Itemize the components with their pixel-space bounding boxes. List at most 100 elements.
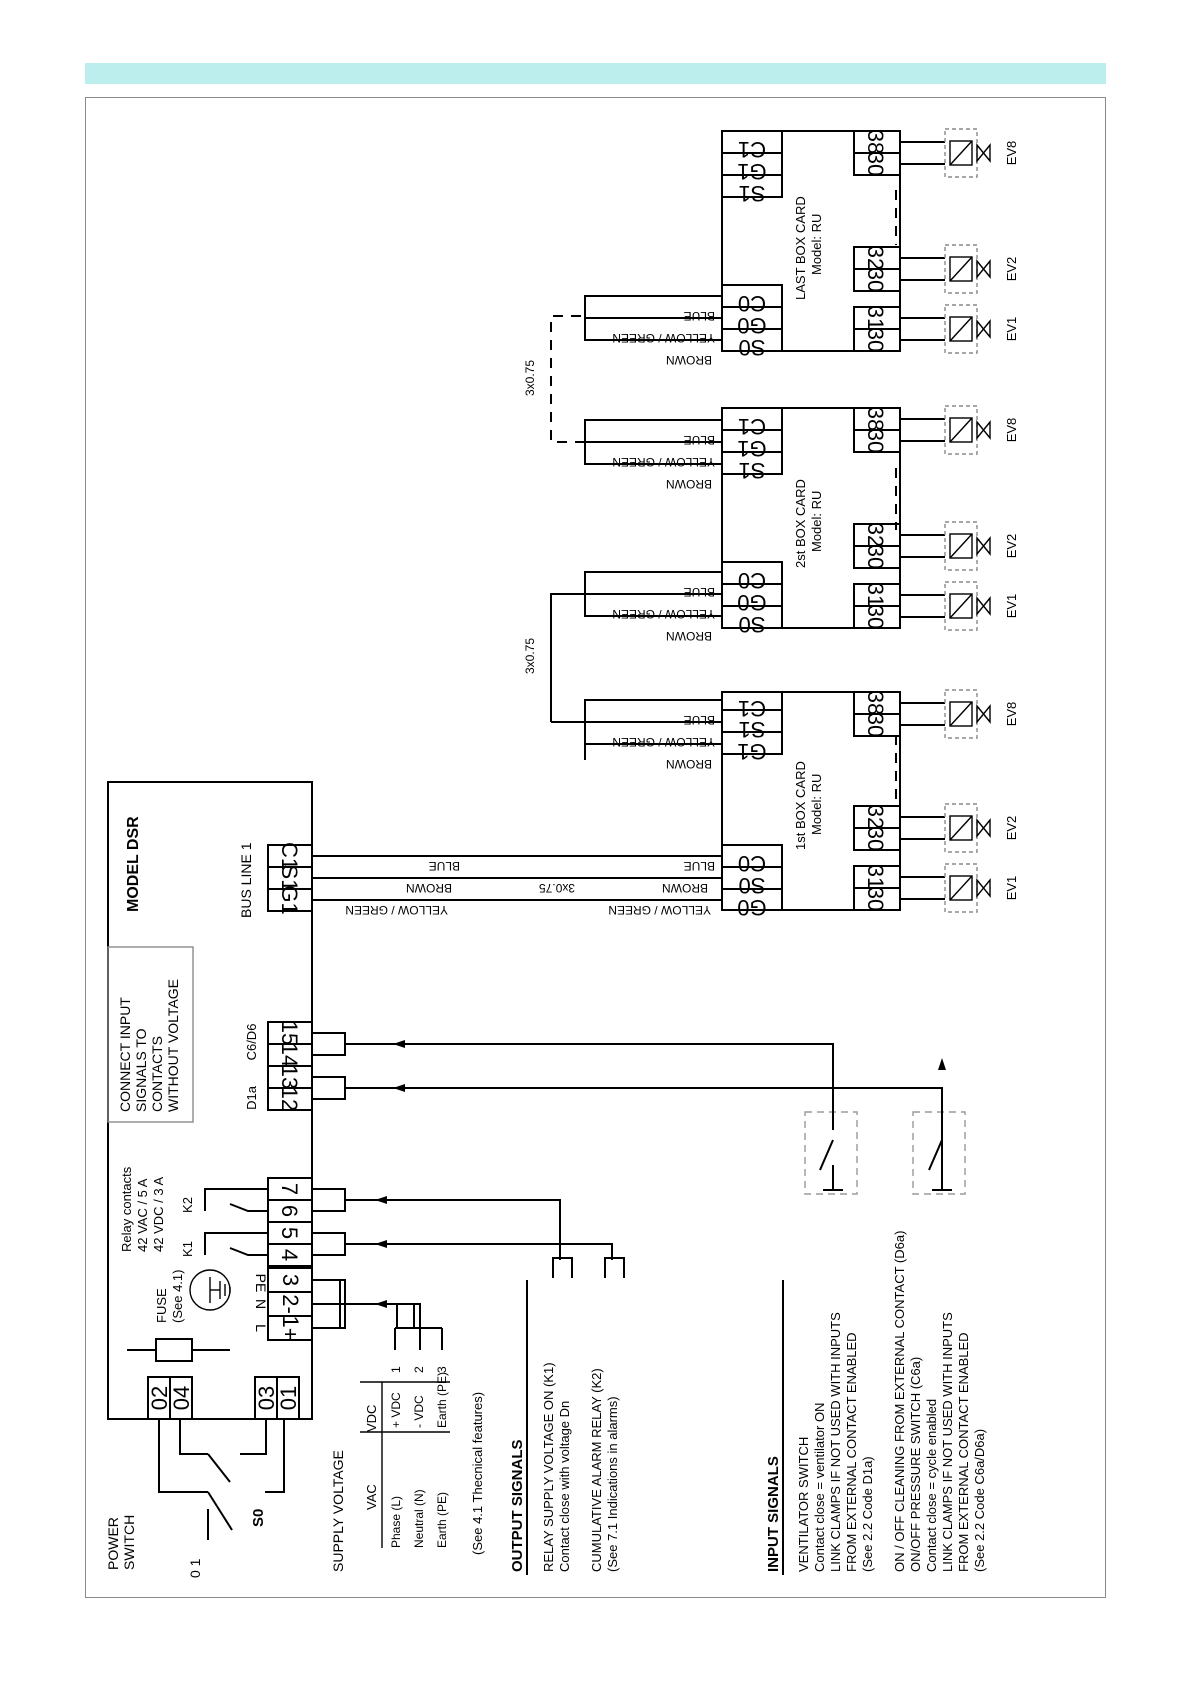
cable-label: 3x0.75 bbox=[539, 881, 575, 895]
valve-wire bbox=[900, 594, 945, 618]
terminal-label: 15 bbox=[277, 1021, 302, 1045]
terminal-label: 02 bbox=[147, 1386, 172, 1410]
terminal-label: 38 bbox=[863, 130, 888, 154]
wire-label: BROWN bbox=[666, 757, 712, 771]
input-line: ON / OFF CLEANING FROM EXTERNAL CONTACT … bbox=[892, 1231, 907, 1572]
terminal-label: 13 bbox=[277, 1065, 302, 1089]
input-label-d1a: D1a bbox=[244, 1085, 259, 1110]
terminal-label: 30 bbox=[863, 827, 888, 851]
terminal-label: C1 bbox=[738, 414, 766, 439]
wire-label: BROWN bbox=[662, 881, 708, 895]
terminal-label: 30 bbox=[863, 713, 888, 737]
controller-dsr: MODEL DSR BUS LINE 1 CONNECT INPUT SIGNA… bbox=[107, 781, 313, 1420]
terminal-label: 30 bbox=[863, 152, 888, 176]
supply-col-vdc: VDC bbox=[364, 1405, 379, 1432]
input-line: LINK CLAMPS IF NOT USED WITH INPUTS bbox=[940, 1312, 955, 1572]
supply-row-vac: Earth (PE) bbox=[435, 1492, 449, 1548]
terminal-label: 14 bbox=[277, 1043, 302, 1067]
wire-label: BLUE bbox=[684, 585, 715, 599]
solenoid-icon bbox=[949, 533, 973, 559]
terminal-label: C1 bbox=[277, 842, 302, 870]
terminal-label: 3 bbox=[278, 1274, 303, 1286]
wire-label: BROWN bbox=[666, 353, 712, 367]
relay-dc: 42 VDC / 3 A bbox=[151, 1177, 166, 1252]
solenoid-slash bbox=[949, 593, 973, 619]
terminal-label: S1 bbox=[739, 458, 766, 483]
box-card-last: LAST BOX CARD Model: RU S0 G0 C0 C1 G1 S… bbox=[721, 130, 901, 360]
card-link-1-2: BLUE YELLOW / GREEN BROWN BLUE YELLOW / … bbox=[523, 571, 722, 771]
wire-label: BLUE bbox=[684, 713, 715, 727]
valve-label: EV8 bbox=[1004, 141, 1019, 166]
terminal-label: G0 bbox=[737, 895, 766, 920]
valve-label: EV2 bbox=[1004, 534, 1019, 559]
wire-label: BROWN bbox=[666, 477, 712, 491]
terminal-label: 30 bbox=[863, 328, 888, 352]
terminal-label: 32 bbox=[863, 805, 888, 829]
switch-positions: 0 1 bbox=[187, 1558, 203, 1578]
terminal-label: 31 bbox=[863, 583, 888, 607]
solenoid-slash bbox=[949, 417, 973, 443]
valve-label: EV1 bbox=[1004, 594, 1019, 619]
terminal-label: 30 bbox=[863, 268, 888, 292]
supply-row-vac: Neutral (N) bbox=[412, 1489, 426, 1548]
terminal-label: C1 bbox=[738, 696, 766, 721]
wire-label: YELLOW / GREEN bbox=[612, 735, 715, 749]
terminal-label: S0 bbox=[739, 335, 766, 360]
model-title: MODEL DSR bbox=[125, 816, 142, 912]
terminal-label: 01 bbox=[276, 1386, 301, 1410]
header-band bbox=[85, 63, 1106, 84]
terminal-label: 12 bbox=[277, 1087, 302, 1111]
card-box bbox=[721, 407, 901, 629]
wire-label: BLUE bbox=[684, 433, 715, 447]
earth-icon bbox=[189, 1269, 231, 1311]
relay-k1-label: K1 bbox=[180, 1241, 195, 1257]
terminal-label: 03 bbox=[254, 1386, 279, 1410]
input-label-c6d6: C6/D6 bbox=[244, 1024, 259, 1061]
input-line: FROM EXTERNAL CONTACT ENABLED bbox=[844, 1332, 859, 1572]
box-card-1: 1st BOX CARD Model: RU G0 S0 C0 C1 S1 G1 bbox=[721, 691, 901, 920]
connect-note-line: CONTACTS bbox=[149, 1036, 165, 1112]
terminal-label: 30 bbox=[863, 429, 888, 453]
terminal-label: 30 bbox=[863, 545, 888, 569]
box-card-2: 2st BOX CARD Model: RU S0 G0 C0 C1 G1 S1 bbox=[721, 407, 901, 637]
input-line: FROM EXTERNAL CONTACT ENABLED bbox=[956, 1332, 971, 1572]
wire-label: YELLOW / GREEN bbox=[345, 903, 448, 917]
supply-row-vac: Phase (L) bbox=[389, 1496, 403, 1548]
supply-row-vdc: Earth (PE) bbox=[435, 1372, 449, 1428]
valve-label: EV2 bbox=[1004, 816, 1019, 841]
wire-label: BROWN bbox=[666, 629, 712, 643]
valve-label: EV1 bbox=[1004, 876, 1019, 901]
card-name: 1st BOX CARD bbox=[793, 761, 808, 850]
supply-row-vdc: - VDC bbox=[412, 1395, 426, 1428]
valve-icon bbox=[976, 536, 991, 556]
terminal-label: 38 bbox=[863, 691, 888, 715]
terminal-label: 30 bbox=[863, 605, 888, 629]
solenoid-icon bbox=[949, 140, 973, 166]
wire-label: BLUE bbox=[429, 859, 460, 873]
valve-label: EV1 bbox=[1004, 317, 1019, 342]
relay-terminal-block: 7 6 5 4 K2 K1 bbox=[180, 1177, 313, 1267]
terminal-label: 31 bbox=[863, 865, 888, 889]
valve-icon bbox=[976, 704, 991, 724]
supply-mark: N bbox=[253, 1299, 269, 1309]
terminal-label: 4 bbox=[277, 1249, 302, 1261]
solenoid-icon bbox=[949, 316, 973, 342]
connect-note-line: WITHOUT VOLTAGE bbox=[165, 979, 181, 1112]
connect-note-line: SIGNALS TO bbox=[133, 1028, 149, 1112]
card-name: LAST BOX CARD bbox=[793, 196, 808, 300]
bus-line-label: BUS LINE 1 bbox=[238, 842, 254, 918]
input-line: Contact close = ventilator ON bbox=[812, 1403, 827, 1572]
supply-mark: L bbox=[253, 1324, 269, 1332]
output-line: Contact close with voltage Dn bbox=[557, 1401, 572, 1572]
power-terminal-block: 02 04 03 01 bbox=[147, 1376, 301, 1420]
supply-row-num: 1 bbox=[389, 1366, 403, 1373]
output-signals-section: OUTPUT SIGNALS RELAY SUPPLY VOLTAGE ON (… bbox=[312, 1188, 625, 1575]
fuse-label: FUSE bbox=[154, 1288, 169, 1323]
wire-label: YELLOW / GREEN bbox=[612, 455, 715, 469]
terminal-label: G0 bbox=[737, 313, 766, 338]
fuse-symbol: FUSE (See 4.1) bbox=[127, 1270, 230, 1362]
terminal-label: C0 bbox=[738, 291, 766, 316]
wire-label: BLUE bbox=[684, 859, 715, 873]
valve-icon bbox=[976, 878, 991, 898]
